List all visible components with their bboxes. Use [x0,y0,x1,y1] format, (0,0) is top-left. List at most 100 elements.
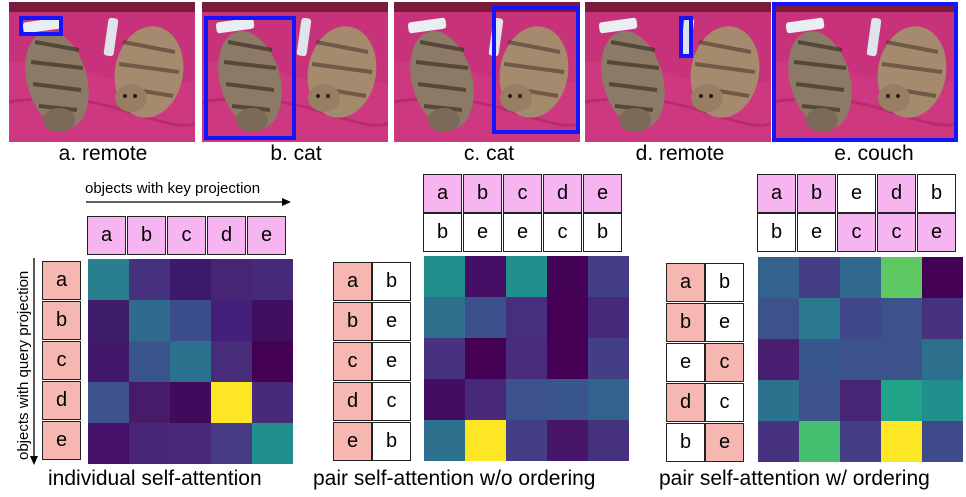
heatmap-cell [506,420,547,461]
heatmap-cell [922,298,963,339]
heatmap-cell [758,421,799,462]
query-cell: e [372,302,411,341]
query-cell: e [42,421,81,460]
heatmap-cell [799,380,840,421]
heatmap-cell [465,379,506,420]
heatmap-cell [129,423,170,464]
attention-heatmap-2 [758,257,963,462]
heatmap-cell [129,382,170,423]
heatmap-cell [840,298,881,339]
heatmap-cell [465,256,506,297]
query-cell: b [333,302,372,341]
heatmap-cell [922,339,963,380]
heatmap-cell [840,380,881,421]
key-projection-label: objects with key projection [85,180,261,197]
query-cell: c [372,382,411,421]
heatmap-cell [922,257,963,298]
heatmap-cell [424,379,465,420]
query-cell: d [333,382,372,421]
image-caption-c: c. cat [463,142,515,165]
heatmap-cell [881,298,922,339]
heatmap-cell [758,257,799,298]
heatmap-cell [252,382,293,423]
query-cell: d [42,381,81,420]
heatmap-cell [799,257,840,298]
query-cell: d [666,383,705,422]
image-caption-d: d. remote [635,142,725,165]
heatmap-cell [506,338,547,379]
query-arrow [30,258,38,465]
heatmap-cell [799,298,840,339]
heatmap-cell [252,423,293,464]
key-cell: b [757,213,796,252]
heatmap-cell [547,256,588,297]
key-cell: b [463,174,502,213]
heatmap-cell [465,338,506,379]
heatmap-cell [170,259,211,300]
heatmap-cell [588,338,629,379]
heatmap-cell [758,339,799,380]
query-cell: b [666,303,705,342]
heatmap-cell [799,421,840,462]
heatmap-cell [547,379,588,420]
heatmap-cell [922,380,963,421]
heatmap-cell [424,297,465,338]
heatmap-cell [588,420,629,461]
heatmap-cell [922,421,963,462]
query-cell: b [705,263,744,302]
photo-c [394,2,580,142]
key-arrow [86,198,291,206]
attention-heatmap-1 [424,256,629,461]
key-cell: d [207,216,246,255]
key-cell: a [757,174,796,213]
heatmap-cell [88,259,129,300]
bounding-box-b [204,16,296,140]
query-cell: b [42,301,81,340]
image-caption-e: e. couch [834,142,914,165]
key-cell: b [797,174,836,213]
heatmap-cell [170,341,211,382]
key-cell: e [247,216,286,255]
query-cell: a [42,261,81,300]
image-caption-b: b. cat [270,142,322,165]
heatmap-cell [465,420,506,461]
heatmap-cell [506,297,547,338]
query-cell: e [372,342,411,381]
key-cell: b [583,213,622,252]
query-cell: c [705,383,744,422]
heatmap-cell [881,380,922,421]
bounding-box-e [772,2,958,142]
query-cell: b [666,423,705,462]
heatmap-cell [211,341,252,382]
photo-a [9,2,195,142]
key-cell: b [423,213,462,252]
heatmap-cell [88,382,129,423]
heatmap-cell [211,423,252,464]
heatmap-cell [547,297,588,338]
attention-heatmap-0 [88,259,293,464]
heatmap-cell [129,259,170,300]
key-cell: e [837,174,876,213]
query-cell: c [333,342,372,381]
heatmap-cell [88,341,129,382]
key-cell: a [87,216,126,255]
heatmap-cell [758,380,799,421]
heatmap-cell [840,257,881,298]
photo-e [772,2,958,142]
panel-caption-individual: individual self-attention [48,467,262,490]
photo-b [202,2,388,142]
photo-d [585,2,771,142]
image-caption-a: a. remote [58,142,148,165]
heatmap-cell [252,341,293,382]
heatmap-cell [424,338,465,379]
query-cell: a [666,263,705,302]
key-cell: d [543,174,582,213]
query-cell: b [372,262,411,301]
query-cell: e [705,303,744,342]
heatmap-cell [465,297,506,338]
heatmap-cell [129,300,170,341]
bounding-box-c [492,6,580,134]
heatmap-cell [252,259,293,300]
heatmap-cell [424,256,465,297]
heatmap-cell [588,379,629,420]
